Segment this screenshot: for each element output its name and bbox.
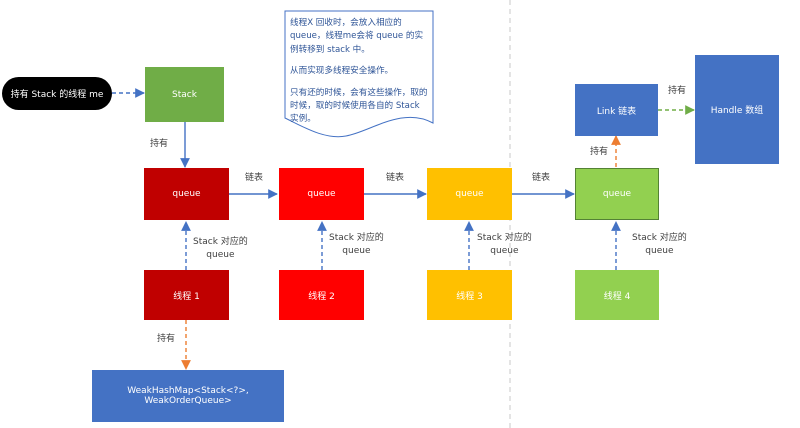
note-paragraph-2: 从而实现多线程安全操作。 — [290, 66, 394, 77]
label-hold-stack-queue: 持有 — [150, 139, 169, 149]
queue-box-4: queue — [575, 168, 659, 220]
link-list-box: Link 链表 — [575, 84, 658, 136]
queue-box-3: queue — [427, 168, 512, 220]
weakhashmap-box: WeakHashMap<Stack<?>, WeakOrderQueue> — [92, 370, 284, 422]
thread-box-3: 线程 3 — [427, 270, 512, 320]
label-stack-queue-2: Stack 对应的 queue — [329, 232, 384, 258]
label-hold-link: 持有 — [590, 147, 609, 157]
note-paragraph-3: 只有还的时候，会有这些操作，取的时候，取的时候使用各自的 Stack 实例。 — [290, 87, 428, 125]
label-line: queue — [645, 246, 674, 256]
thread-box-1: 线程 1 — [144, 270, 229, 320]
label-chain-1: 链表 — [245, 173, 264, 183]
handle-array-box: Handle 数组 — [695, 55, 779, 164]
stack-box: Stack — [145, 67, 224, 122]
label-stack-queue-4: Stack 对应的 queue — [632, 232, 687, 258]
label-line: queue — [206, 250, 235, 260]
queue-box-2: queue — [279, 168, 364, 220]
holder-thread-me: 持有 Stack 的线程 me — [2, 77, 112, 110]
thread-box-2: 线程 2 — [279, 270, 364, 320]
label-line: queue — [342, 246, 371, 256]
label-chain-2: 链表 — [386, 173, 405, 183]
label-line: Stack 对应的 — [193, 237, 248, 247]
label-hold-weakmap: 持有 — [157, 334, 176, 344]
queue-box-1: queue — [144, 168, 229, 220]
label-line: Stack 对应的 — [632, 233, 687, 243]
label-stack-queue-3: Stack 对应的 queue — [477, 232, 532, 258]
thread-box-4: 线程 4 — [575, 270, 659, 320]
note-paragraph-1: 线程X 回收时，会放入相应的 queue，线程me会将 queue 的实例转移到… — [290, 18, 424, 55]
label-chain-3: 链表 — [532, 173, 551, 183]
label-hold-handle: 持有 — [668, 86, 687, 96]
label-line: Stack 对应的 — [329, 233, 384, 243]
label-line: queue — [490, 246, 519, 256]
note-document-shape — [284, 10, 434, 138]
label-stack-queue-1: Stack 对应的 queue — [193, 236, 248, 262]
note-text: 线程X 回收时，会放入相应的 queue，线程me会将 queue 的实例转移到… — [290, 17, 430, 127]
label-line: Stack 对应的 — [477, 233, 532, 243]
